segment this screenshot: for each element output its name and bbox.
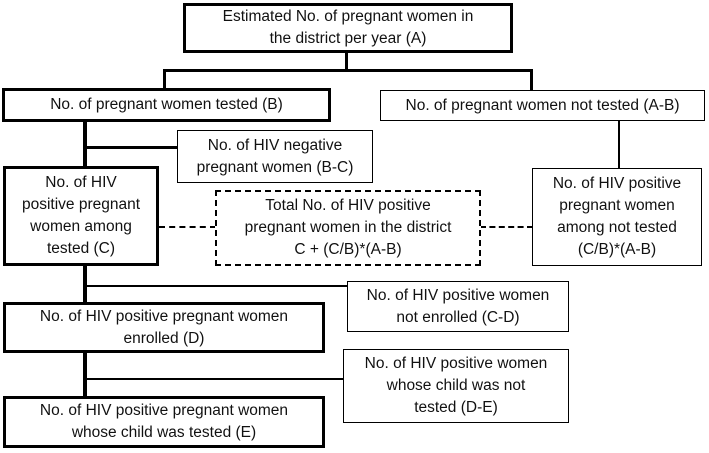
box-label: No. of pregnant women tested (B) xyxy=(50,96,283,113)
box-not-enrolled-cd: No. of HIV positive women not enrolled (… xyxy=(347,281,569,332)
box-label: No. of HIV negative pregnant women (B-C) xyxy=(196,136,354,176)
connector-dashed-total-to-cbab xyxy=(480,226,533,228)
box-label: No. of HIV positive women whose child wa… xyxy=(364,355,548,416)
box-estimated-pregnant-women-a: Estimated No. of pregnant women in the d… xyxy=(183,3,513,53)
box-hiv-positive-not-tested-estimate: No. of HIV positive pregnant women among… xyxy=(532,168,702,266)
box-total-hiv-positive-district: Total No. of HIV positive pregnant women… xyxy=(215,190,481,266)
connector-a-stem xyxy=(345,52,348,71)
connector-dashed-c-to-total xyxy=(159,226,216,228)
connector-drop-to-b xyxy=(163,69,166,89)
connector-branch-to-cd xyxy=(85,285,347,287)
connector-top-horizontal xyxy=(163,69,533,72)
box-label: No. of HIV positive pregnant women among… xyxy=(21,174,141,257)
box-child-not-tested-de: No. of HIV positive women whose child wa… xyxy=(343,349,569,423)
connector-branch-to-bc xyxy=(85,146,178,149)
box-label: Total No. of HIV positive pregnant women… xyxy=(244,197,452,258)
box-enrolled-d: No. of HIV positive pregnant women enrol… xyxy=(3,302,325,353)
connector-branch-to-de xyxy=(85,378,343,380)
box-pregnant-women-tested-b: No. of pregnant women tested (B) xyxy=(2,88,331,122)
connector-b-to-c-spine xyxy=(83,121,87,167)
box-pregnant-women-not-tested-ab: No. of pregnant women not tested (A-B) xyxy=(380,90,705,121)
box-label: No. of HIV positive pregnant women whose… xyxy=(39,402,289,441)
box-label: No. of HIV positive pregnant women enrol… xyxy=(39,307,289,347)
box-label: No. of HIV positive women not enrolled (… xyxy=(366,286,550,326)
box-hiv-negative-bc: No. of HIV negative pregnant women (B-C) xyxy=(177,130,373,183)
connector-ab-to-cbab xyxy=(618,119,620,169)
connector-d-to-e-spine xyxy=(83,352,87,397)
connector-c-to-d-spine xyxy=(83,265,87,303)
box-label: Estimated No. of pregnant women in the d… xyxy=(222,8,474,47)
connector-drop-to-ab xyxy=(530,69,533,91)
box-label: No. of HIV positive pregnant women among… xyxy=(552,175,682,258)
box-label: No. of pregnant women not tested (A-B) xyxy=(405,96,680,114)
box-hiv-positive-tested-c: No. of HIV positive pregnant women among… xyxy=(3,166,159,266)
box-child-tested-e: No. of HIV positive pregnant women whose… xyxy=(3,396,325,448)
